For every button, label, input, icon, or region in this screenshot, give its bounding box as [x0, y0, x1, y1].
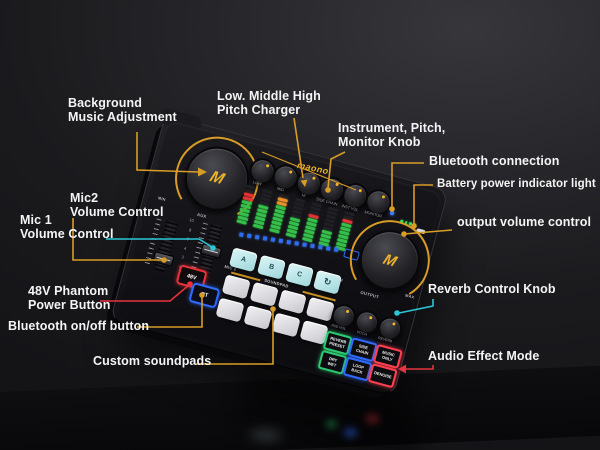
callout-phantom: 48V Phantom Power Button: [28, 284, 111, 313]
callout-pitch: Low. Middle High Pitch Charger: [217, 89, 321, 118]
callout-reverb: Reverb Control Knob: [428, 282, 556, 296]
callout-effect-mode: Audio Effect Mode: [428, 349, 540, 363]
reflection-green-glow: [326, 420, 337, 428]
callout-bluetooth-conn: Bluetooth connection: [429, 154, 560, 168]
brand-glyph: M: [207, 168, 228, 188]
callout-bt-toggle: Bluetooth on/off button: [8, 319, 150, 333]
callout-soundpads: Custom soundpads: [93, 354, 212, 368]
callout-bg-music: Background Music Adjustment: [68, 96, 177, 125]
reflection-red-glow: [366, 414, 379, 423]
phantom-power-label: 48V: [186, 273, 198, 282]
callout-line-effect-mode: [405, 365, 434, 370]
callout-battery: Battery power indicator light: [437, 178, 596, 190]
meter-column: [252, 188, 273, 230]
callout-output-vol: output volume control: [457, 215, 592, 229]
reflection-pads-glow: [250, 430, 282, 440]
brand-glyph: M: [380, 250, 400, 270]
callout-mic1: Mic 1 Volume Control: [20, 213, 114, 242]
callout-instrument: Instrument, Pitch, Monitor Knob: [338, 121, 446, 150]
callout-mic2: Mic2 Volume Control: [70, 191, 164, 220]
meter-column: [318, 206, 339, 247]
meter-column: [302, 202, 322, 243]
bluetooth-button-label: BT: [200, 291, 209, 300]
reflection-blue-glow: [344, 428, 357, 437]
meter-column: [269, 193, 290, 234]
meter-column: [285, 197, 306, 238]
loop-icon: ↻: [322, 275, 333, 288]
